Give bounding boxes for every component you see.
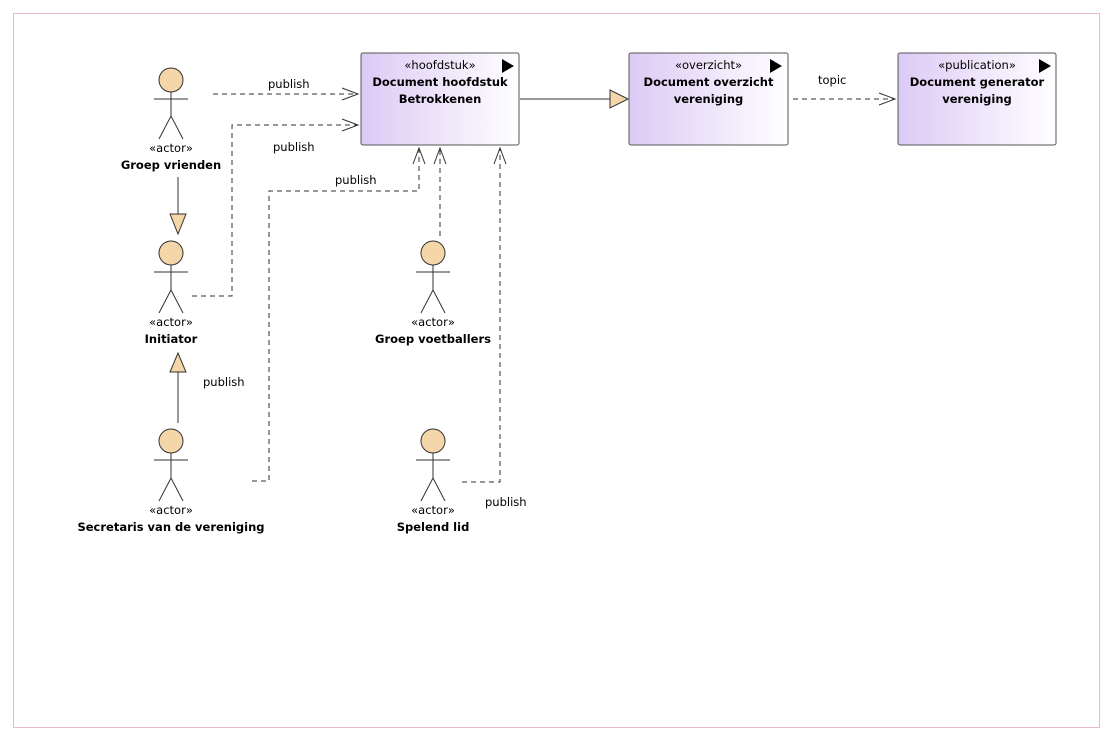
element-name: Document generator vereniging bbox=[909, 75, 1045, 106]
element-stereotype: «publication» bbox=[938, 58, 1016, 72]
connector-spelend-hoofdstuk[interactable] bbox=[462, 148, 501, 483]
arrowhead-spelend bbox=[493, 146, 507, 165]
actor-name: Initiator bbox=[144, 332, 198, 346]
arrowhead-topic bbox=[878, 92, 897, 106]
actor-stereotype: «actor» bbox=[149, 315, 193, 329]
element-name: Document hoofdstuk Betrokkenen bbox=[372, 75, 508, 106]
arrowhead-secretaris bbox=[412, 146, 426, 165]
play-triangle-icon bbox=[502, 59, 514, 73]
element-stereotype: «overzicht» bbox=[674, 58, 743, 72]
actor-name: Groep voetballers bbox=[375, 332, 491, 346]
generalization-arrow-hoofdstuk-overzicht bbox=[609, 89, 630, 109]
arrowhead-initiator bbox=[341, 118, 360, 132]
actor-groep-vrienden-label: «actor» Groep vrienden bbox=[121, 140, 221, 174]
actor-stereotype: «actor» bbox=[411, 315, 455, 329]
connector-label-publish: publish bbox=[335, 173, 377, 187]
diagram-frame bbox=[13, 13, 1100, 728]
arrowhead-voetballers bbox=[433, 146, 447, 165]
actor-icon-groep-voetballers[interactable] bbox=[416, 240, 450, 314]
actor-icon-initiator[interactable] bbox=[154, 240, 188, 314]
actor-secretaris-label: «actor» Secretaris van de vereniging bbox=[77, 502, 264, 536]
actor-stereotype: «actor» bbox=[411, 503, 455, 517]
actor-stereotype: «actor» bbox=[149, 503, 193, 517]
arrowhead-vrienden bbox=[341, 87, 360, 101]
actor-icon-spelend-lid[interactable] bbox=[416, 428, 450, 502]
element-box-overzicht[interactable] bbox=[628, 52, 789, 146]
element-box-hoofdstuk[interactable] bbox=[360, 52, 520, 146]
actor-groep-voetballers-label: «actor» Groep voetballers bbox=[375, 314, 491, 348]
element-stereotype: «hoofdstuk» bbox=[404, 58, 476, 72]
connector-secretaris-hoofdstuk[interactable] bbox=[252, 148, 420, 482]
connector-initiator-hoofdstuk[interactable] bbox=[192, 124, 358, 297]
actor-icon-groep-vrienden[interactable] bbox=[154, 67, 188, 140]
generalization-arrow-vrienden-initiator bbox=[169, 213, 187, 236]
element-hoofdstuk[interactable]: «hoofdstuk» Document hoofdstuk Betrokken… bbox=[361, 57, 519, 108]
play-triangle-icon bbox=[1039, 59, 1051, 73]
connector-label-publish: publish bbox=[485, 495, 527, 509]
element-name: Document overzicht vereniging bbox=[643, 75, 774, 106]
element-box-generator[interactable] bbox=[897, 52, 1057, 146]
actor-name: Spelend lid bbox=[396, 520, 470, 534]
generalization-arrow-secretaris-initiator bbox=[169, 351, 187, 373]
element-overzicht[interactable]: «overzicht» Document overzicht verenigin… bbox=[629, 57, 788, 108]
actor-name: Secretaris van de vereniging bbox=[77, 520, 265, 534]
actor-icon-secretaris[interactable] bbox=[154, 428, 188, 502]
actor-name: Groep vrienden bbox=[120, 158, 222, 172]
connector-label-publish: publish bbox=[273, 140, 315, 154]
actor-spelend-lid-label: «actor» Spelend lid bbox=[397, 502, 470, 536]
play-triangle-icon bbox=[770, 59, 782, 73]
actor-stereotype: «actor» bbox=[149, 141, 193, 155]
connector-label-topic: topic bbox=[818, 73, 847, 87]
connector-label-publish: publish bbox=[203, 375, 245, 389]
connector-label-publish: publish bbox=[268, 77, 310, 91]
actor-initiator-label: «actor» Initiator bbox=[145, 314, 198, 348]
element-generator[interactable]: «publication» Document generator verenig… bbox=[898, 57, 1056, 108]
